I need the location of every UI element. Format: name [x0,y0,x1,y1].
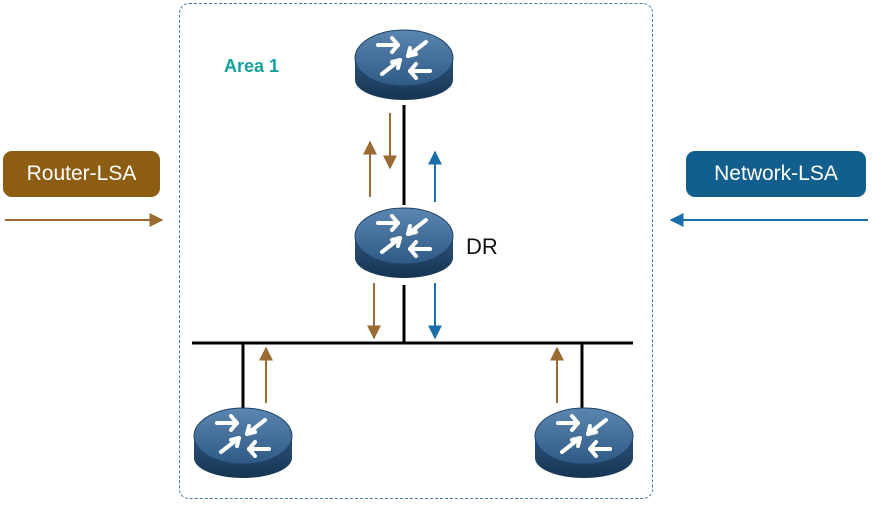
router-icon [192,406,294,480]
dr-label: DR [466,234,498,259]
router-icon [353,28,455,102]
router-icon [533,406,635,480]
area-1-boundary [179,3,653,499]
area-label: Area 1 [224,56,280,76]
router-icon [353,206,455,280]
network-lsa-legend: Network-LSA [686,151,866,197]
router-lsa-legend: Router-LSA [3,151,160,197]
